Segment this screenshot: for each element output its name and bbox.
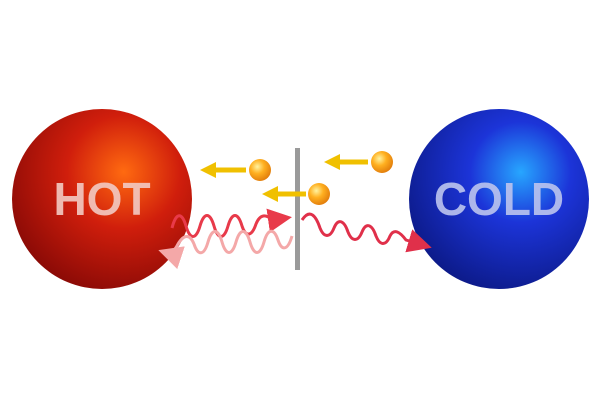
membrane-wall [295,148,300,270]
cold-label: COLD [434,173,564,225]
wave-back-icon [158,229,294,270]
particle-group-left [200,159,271,181]
particle-group-center [262,183,330,205]
cold-sphere: COLD [409,109,589,289]
hot-sphere-body [12,109,192,289]
arrow-head-icon [324,154,340,170]
particle-icon [249,159,271,181]
hot-label: HOT [53,173,150,225]
wave-transmit-icon [300,212,432,253]
hot-sphere: HOT [12,109,192,289]
arrow-head-icon [262,186,278,202]
wave-forward-icon [170,208,292,238]
particle-icon [308,183,330,205]
particle-group-right [324,151,393,173]
cold-sphere-body [409,109,589,289]
arrow-head-icon [200,162,216,178]
particle-icon [371,151,393,173]
